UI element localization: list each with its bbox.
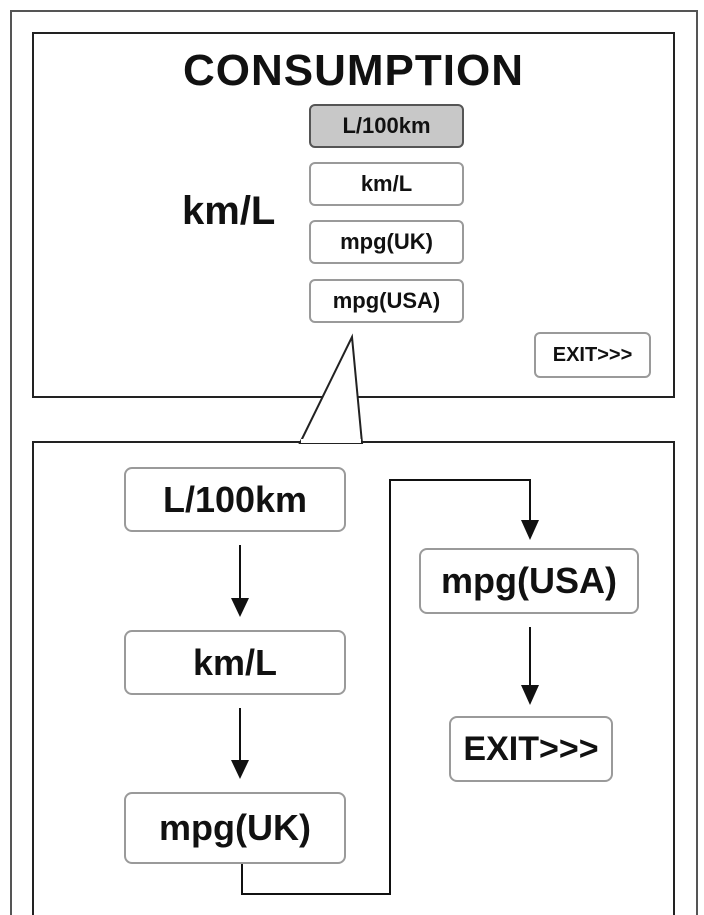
option-mpg-usa[interactable]: mpg(USA) [309,279,464,323]
arrow-uk-to-usa [241,479,531,895]
outer-frame [10,10,698,915]
screen-title: CONSUMPTION [183,46,524,95]
current-unit-value: km/L [182,189,276,233]
option-km-per-l[interactable]: km/L [309,162,464,206]
flow-step-l-per-100km: L/100km [124,467,346,532]
flow-step-exit: EXIT>>> [449,716,613,782]
consumption-screen: CONSUMPTION km/L L/100km km/L mpg(UK) mp… [32,32,675,398]
option-mpg-uk[interactable]: mpg(UK) [309,220,464,264]
exit-button[interactable]: EXIT>>> [534,332,651,378]
flow-step-km-per-l: km/L [124,630,346,695]
flow-step-mpg-uk: mpg(UK) [124,792,346,864]
flow-step-mpg-usa: mpg(USA) [419,548,639,614]
callout-wedge [298,333,364,444]
option-l-per-100km[interactable]: L/100km [309,104,464,148]
